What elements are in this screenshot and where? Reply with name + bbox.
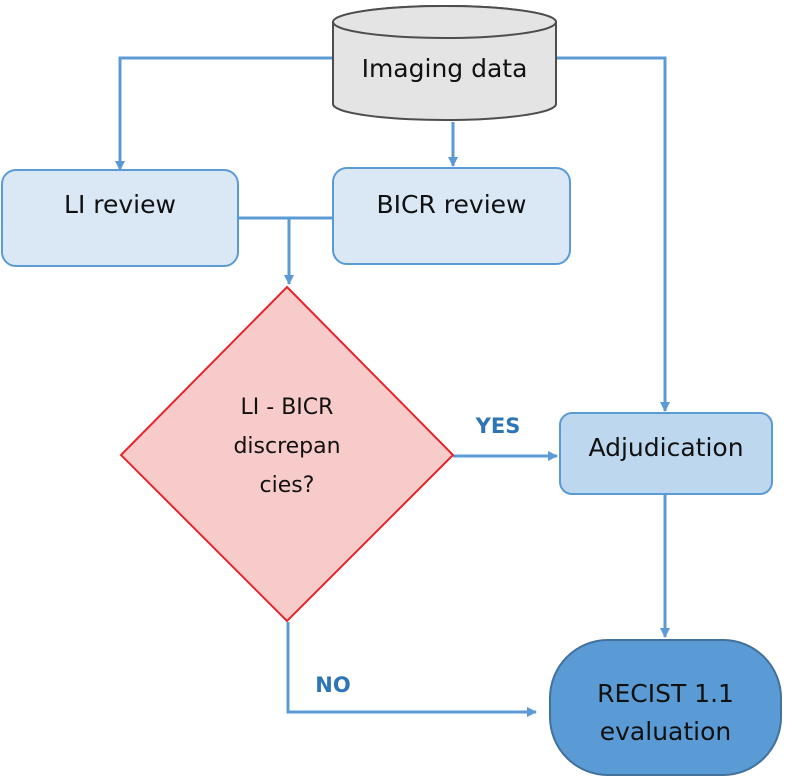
- adjudication-label: Adjudication: [588, 433, 743, 462]
- imaging-data-label: Imaging data: [362, 54, 528, 83]
- arrow-no-to-recist: [286, 622, 537, 717]
- bicr-review-box: [332, 167, 571, 265]
- arrow-imaging-to-li: [115, 56, 333, 171]
- li-review-box: [1, 169, 239, 267]
- li-review-label: LI review: [64, 190, 176, 219]
- database-top: [332, 5, 557, 39]
- decision-line-3: cies?: [260, 473, 315, 498]
- decision-diamond: [119, 285, 455, 623]
- arrow-imaging-to-adjudication: [556, 56, 670, 412]
- bicr-review-node: BICR review: [332, 167, 571, 265]
- recist-line-1: RECIST 1.1: [597, 679, 734, 708]
- imaging-data-node: Imaging data: [332, 5, 557, 121]
- adjudication-box: [559, 412, 773, 495]
- decision-line-1: LI - BICR: [241, 395, 334, 420]
- decision-line-2: discrepan: [233, 434, 340, 459]
- no-edge-label: NO: [315, 673, 350, 697]
- recist-line-2: evaluation: [600, 717, 732, 746]
- li-review-node: LI review: [1, 169, 239, 267]
- adjudication-node: Adjudication: [559, 412, 773, 495]
- recist-evaluation-node: RECIST 1.1 evaluation: [549, 639, 782, 776]
- bicr-review-label: BICR review: [377, 190, 527, 219]
- discrepancy-decision-node: LI - BICR discrepan cies?: [119, 285, 455, 623]
- connectors: [115, 56, 670, 717]
- recist-terminator: [549, 639, 782, 776]
- yes-edge-label: YES: [475, 414, 521, 438]
